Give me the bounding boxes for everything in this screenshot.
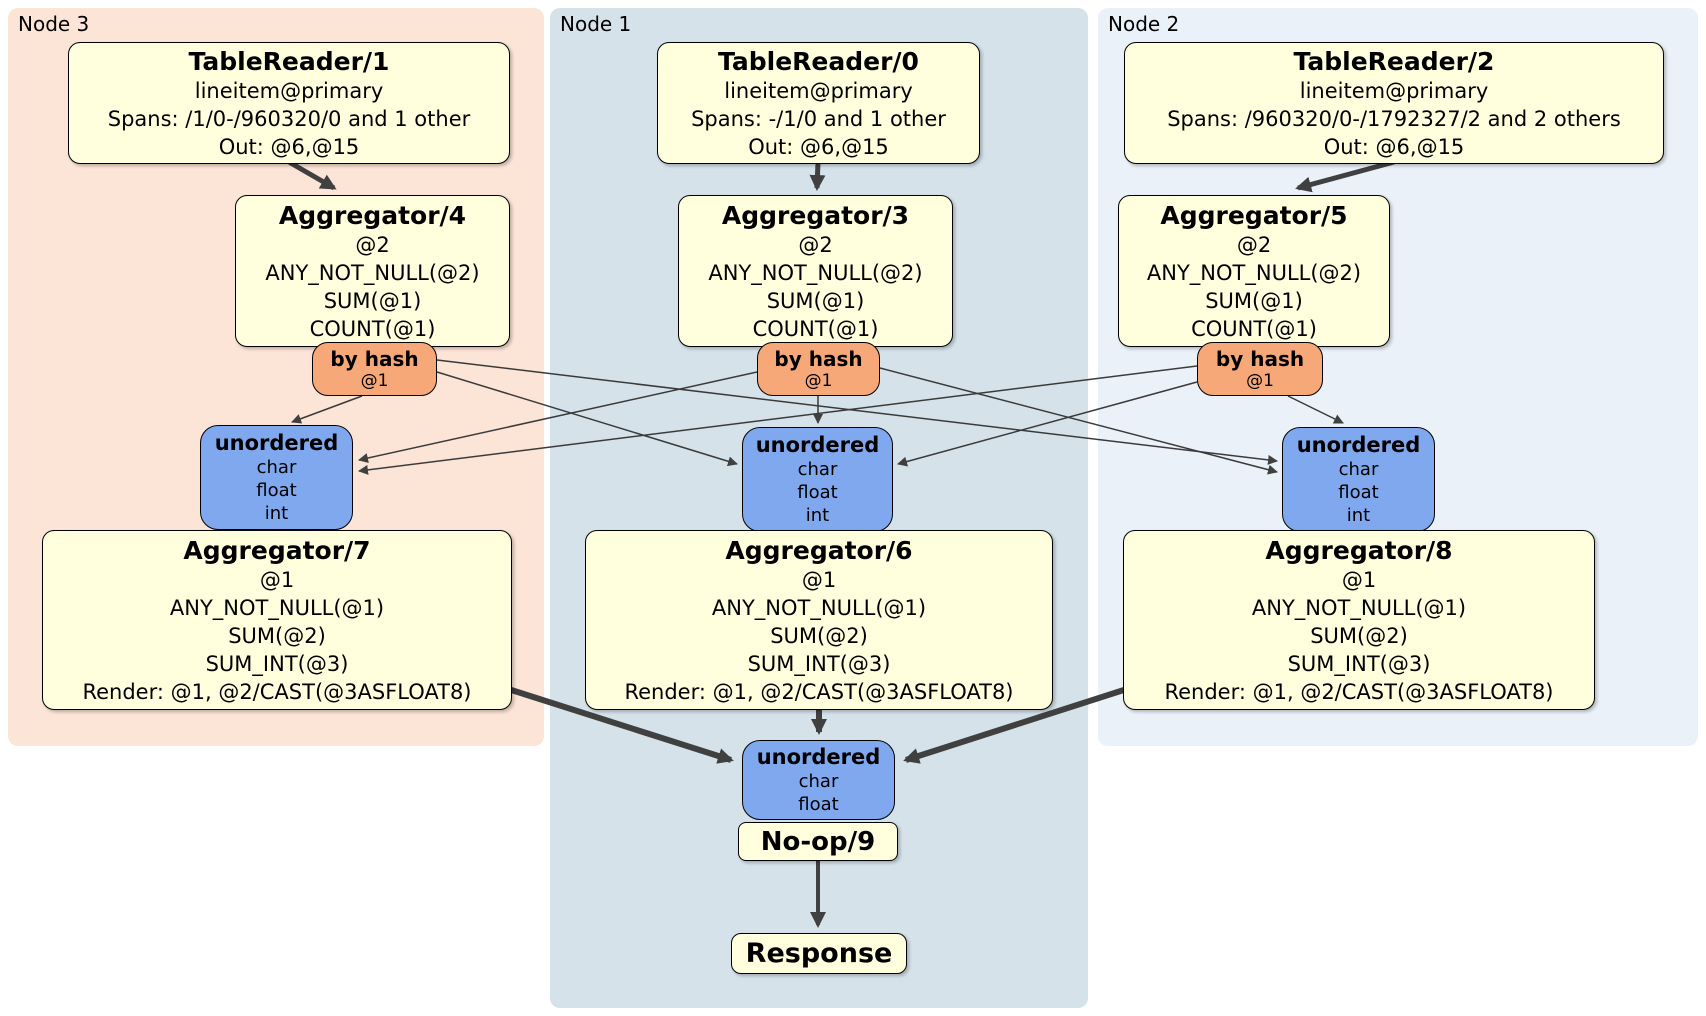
aggregator-4-fn3: COUNT(@1) (309, 316, 436, 341)
sync-col-float: float (1338, 482, 1379, 503)
sync-col-int: int (805, 505, 830, 526)
aggregator-4-title: Aggregator/4 (278, 200, 467, 230)
aggregator-8-render: Render: @1, @2/CAST(@3ASFLOAT8) (1164, 679, 1554, 704)
tablereader-0-spans: Spans: -/1/0 and 1 other (691, 106, 946, 131)
aggregator-6-fn2: SUM(@2) (770, 623, 868, 648)
aggregator-8-title: Aggregator/8 (1265, 535, 1453, 565)
tablereader-1-title: TableReader/1 (188, 46, 390, 76)
aggregator-7-box: Aggregator/7 @1 ANY_NOT_NULL(@1) SUM(@2)… (42, 530, 512, 710)
sync-col-char: char (797, 459, 838, 480)
tablereader-0-title: TableReader/0 (718, 46, 919, 76)
unordered-sync-final: unordered char float (742, 740, 895, 820)
aggregator-3-fn1: ANY_NOT_NULL(@2) (708, 260, 923, 285)
tablereader-0-box: TableReader/0 lineitem@primary Spans: -/… (657, 42, 980, 164)
aggregator-6-fn1: ANY_NOT_NULL(@1) (711, 595, 927, 620)
aggregator-6-box: Aggregator/6 @1 ANY_NOT_NULL(@1) SUM(@2)… (585, 530, 1053, 710)
sync-col-int: int (1346, 505, 1371, 526)
aggregator-4-fn2: SUM(@1) (323, 288, 422, 313)
panel-label-node-3: Node 3 (18, 12, 90, 36)
tablereader-2-index: lineitem@primary (1299, 78, 1489, 103)
hash-router-label: by hash (330, 346, 419, 371)
tablereader-2-out: Out: @6,@15 (1323, 134, 1465, 159)
hash-router-node2: by hash @1 (1197, 342, 1323, 396)
aggregator-7-title: Aggregator/7 (183, 535, 371, 565)
aggregator-3-box: Aggregator/3 @2 ANY_NOT_NULL(@2) SUM(@1)… (678, 195, 953, 347)
hash-router-node3: by hash @1 (312, 342, 437, 396)
unordered-sync-label: unordered (756, 745, 881, 769)
panel-label-node-1: Node 1 (560, 12, 632, 36)
aggregator-5-fn3: COUNT(@1) (1191, 316, 1317, 341)
aggregator-6-title: Aggregator/6 (725, 535, 913, 565)
aggregator-8-fn3: SUM_INT(@3) (1287, 651, 1431, 676)
aggregator-4-fn1: ANY_NOT_NULL(@2) (265, 260, 480, 285)
aggregator-3-group: @2 (798, 232, 833, 257)
hash-router-key: @1 (1246, 370, 1274, 391)
tablereader-2-title: TableReader/2 (1293, 46, 1495, 76)
aggregator-3-title: Aggregator/3 (721, 200, 910, 230)
aggregator-5-box: Aggregator/5 @2 ANY_NOT_NULL(@2) SUM(@1)… (1118, 195, 1390, 347)
aggregator-3-fn2: SUM(@1) (766, 288, 865, 313)
sync-col-float: float (797, 482, 838, 503)
unordered-sync-label: unordered (1296, 433, 1421, 457)
hash-router-key: @1 (804, 370, 833, 391)
panel-label-node-2: Node 2 (1108, 12, 1180, 36)
aggregator-4-group: @2 (355, 232, 390, 257)
tablereader-0-index: lineitem@primary (724, 78, 913, 103)
aggregator-4-box: Aggregator/4 @2 ANY_NOT_NULL(@2) SUM(@1)… (235, 195, 510, 347)
unordered-sync-label: unordered (755, 433, 880, 457)
aggregator-7-fn3: SUM_INT(@3) (205, 651, 349, 676)
aggregator-5-title: Aggregator/5 (1160, 200, 1348, 230)
hash-router-label: by hash (1215, 346, 1305, 371)
tablereader-1-index: lineitem@primary (194, 78, 384, 103)
aggregator-7-group: @1 (259, 567, 295, 592)
unordered-sync-node2: unordered char float int (1282, 427, 1435, 532)
noop-title: No-op/9 (760, 826, 876, 857)
sync-col-int: int (264, 503, 289, 524)
unordered-sync-node3: unordered char float int (200, 425, 353, 530)
hash-router-key: @1 (360, 370, 389, 391)
aggregator-8-fn2: SUM(@2) (1310, 623, 1408, 648)
sync-col-float: float (256, 480, 297, 501)
aggregator-7-fn1: ANY_NOT_NULL(@1) (169, 595, 385, 620)
aggregator-8-group: @1 (1341, 567, 1377, 592)
sync-col-char: char (1338, 459, 1379, 480)
aggregator-7-render: Render: @1, @2/CAST(@3ASFLOAT8) (82, 679, 472, 704)
hash-router-node1: by hash @1 (757, 342, 880, 396)
tablereader-2-spans: Spans: /960320/0-/1792327/2 and 2 others (1167, 106, 1621, 131)
sync-col-char: char (256, 457, 297, 478)
aggregator-3-fn3: COUNT(@1) (752, 316, 879, 341)
aggregator-6-fn3: SUM_INT(@3) (747, 651, 891, 676)
aggregator-5-group: @2 (1236, 232, 1272, 257)
tablereader-1-box: TableReader/1 lineitem@primary Spans: /1… (68, 42, 510, 164)
response-box: Response (731, 933, 907, 974)
sync-col-float: float (798, 794, 839, 815)
aggregator-8-fn1: ANY_NOT_NULL(@1) (1251, 595, 1467, 620)
tablereader-0-out: Out: @6,@15 (748, 134, 889, 159)
unordered-sync-node1: unordered char float int (742, 427, 893, 532)
aggregator-5-fn2: SUM(@1) (1205, 288, 1303, 313)
tablereader-2-box: TableReader/2 lineitem@primary Spans: /9… (1124, 42, 1664, 164)
tablereader-1-out: Out: @6,@15 (218, 134, 360, 159)
noop-box: No-op/9 (738, 822, 898, 861)
unordered-sync-label: unordered (214, 431, 339, 455)
aggregator-8-box: Aggregator/8 @1 ANY_NOT_NULL(@1) SUM(@2)… (1123, 530, 1595, 710)
aggregator-6-group: @1 (801, 567, 837, 592)
hash-router-label: by hash (774, 346, 863, 371)
aggregator-6-render: Render: @1, @2/CAST(@3ASFLOAT8) (624, 679, 1014, 704)
sync-col-char: char (798, 771, 839, 792)
aggregator-7-fn2: SUM(@2) (228, 623, 326, 648)
aggregator-5-fn1: ANY_NOT_NULL(@2) (1146, 260, 1362, 285)
response-title: Response (745, 937, 893, 969)
tablereader-1-spans: Spans: /1/0-/960320/0 and 1 other (107, 106, 471, 131)
